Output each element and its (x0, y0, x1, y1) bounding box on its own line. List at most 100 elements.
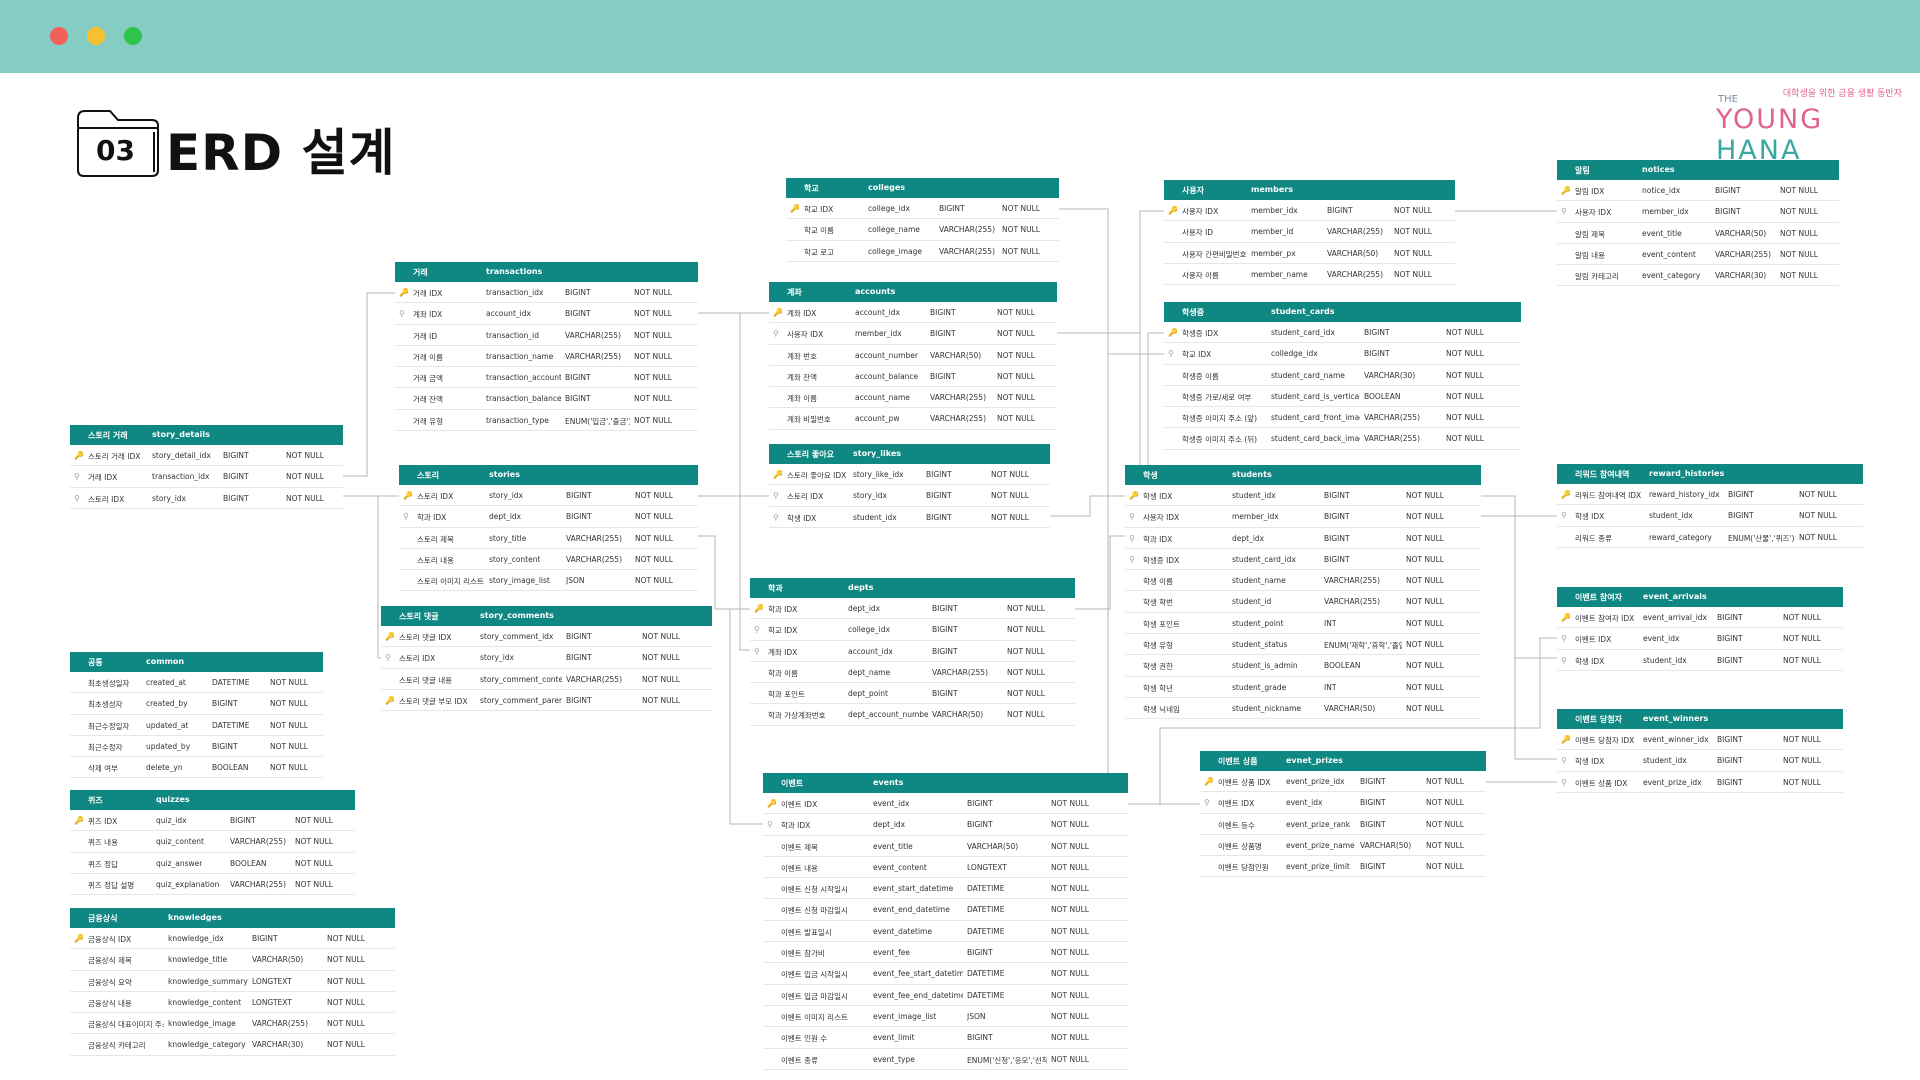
column-type: VARCHAR(255) (1324, 597, 1381, 607)
column-korean-name: 금융상식 카테고리 (88, 1041, 146, 1051)
column-korean-name: 이벤트 IDX (781, 800, 818, 809)
column-type: VARCHAR(30) (252, 1040, 304, 1050)
column-constraint: NOT NULL (1051, 1054, 1089, 1064)
column-type: BIGINT (1360, 819, 1386, 829)
column-name: account_balance (855, 371, 919, 381)
table-english-name: quizzes (156, 795, 190, 804)
column-constraint: NOT NULL (1426, 840, 1464, 850)
column-type: VARCHAR(255) (939, 225, 996, 235)
column-korean-name: 계좌 잔액 (787, 372, 817, 382)
table-row: 학생 유형student_statusENUM('재학','휴학','졸업','… (1125, 634, 1481, 656)
column-constraint: NOT NULL (1406, 661, 1444, 671)
primary-key-icon: 🔑 (1561, 186, 1570, 195)
column-constraint: NOT NULL (1007, 625, 1045, 635)
table-korean-name: 계좌 (787, 288, 802, 297)
column-constraint: NOT NULL (1426, 862, 1464, 872)
column-korean-name: 이벤트 발표일시 (781, 927, 832, 937)
minimize-window-button[interactable] (87, 27, 105, 45)
column-type: BIGINT (930, 371, 956, 381)
table-english-name: story_comments (480, 611, 554, 620)
column-korean-name: 이벤트 IDX (1218, 799, 1255, 809)
column-constraint: NOT NULL (1446, 370, 1484, 380)
column-korean-name: 금융상식 제목 (88, 956, 132, 966)
column-type: BIGINT (967, 799, 993, 808)
column-name: member_name (1251, 269, 1308, 279)
column-name: quiz_answer (156, 858, 203, 868)
column-type: VARCHAR(50) (967, 841, 1019, 851)
column-korean-name: 알림 IDX (1575, 187, 1605, 196)
column-type: BIGINT (566, 632, 592, 641)
column-korean-name: 사용자 이름 (1182, 270, 1219, 280)
column-korean-name: 학교 로고 (804, 247, 834, 257)
foreign-key-icon: ⚲ (754, 646, 760, 656)
table-korean-name: 이벤트 당첨자 (1575, 715, 1622, 724)
column-korean-name: 퀴즈 내용 (88, 838, 118, 848)
foreign-key-icon: ⚲ (1561, 511, 1567, 521)
column-type: BIGINT (1717, 655, 1743, 665)
column-name: story_like_idx (853, 470, 904, 479)
foreign-key-icon: ⚲ (1129, 533, 1135, 543)
column-type: ENUM('재학','휴학','졸업','졸업유예','수료') (1324, 641, 1402, 651)
column-type: VARCHAR(255) (1364, 434, 1421, 444)
column-name: reward_category (1649, 532, 1712, 542)
column-name: story_comment_parent_idx (480, 695, 562, 705)
column-korean-name: 사용자 IDX (1575, 208, 1612, 218)
column-korean-name: 최초생성일자 (88, 679, 130, 688)
column-korean-name: 학생 닉네임 (1143, 704, 1180, 714)
column-type: BIGINT (939, 204, 965, 213)
table-english-name: reward_histories (1649, 469, 1725, 478)
table-english-name: depts (848, 583, 874, 592)
column-korean-name: 이벤트 입금 시작일시 (781, 970, 848, 980)
column-type: BIGINT (1717, 735, 1743, 744)
column-type: BOOLEAN (212, 763, 249, 773)
column-constraint: NOT NULL (1780, 228, 1818, 238)
column-name: story_image_list (489, 576, 550, 586)
column-constraint: NOT NULL (1394, 227, 1432, 237)
column-constraint: NOT NULL (286, 451, 324, 460)
column-name: knowledge_idx (168, 934, 224, 943)
column-korean-name: 스토리 IDX (88, 494, 125, 504)
column-type: LONGTEXT (252, 997, 292, 1007)
table-korean-name: 공통 (88, 658, 103, 667)
column-name: event_start_datetime (873, 884, 954, 894)
close-window-button[interactable] (50, 27, 68, 45)
table-english-name: colleges (868, 183, 906, 192)
column-korean-name: 학생증 IDX (1182, 329, 1219, 338)
column-constraint: NOT NULL (1780, 249, 1818, 259)
column-constraint: NOT NULL (1426, 798, 1464, 808)
column-name: reward_history_idx (1649, 490, 1720, 499)
column-korean-name: 계좌 IDX (413, 310, 443, 320)
column-korean-name: 퀴즈 정답 설명 (88, 880, 135, 890)
column-constraint: NOT NULL (1446, 328, 1484, 337)
column-korean-name: 스토리 거래 IDX (88, 452, 141, 461)
table-korean-name: 이벤트 참여자 (1575, 593, 1622, 602)
maximize-window-button[interactable] (124, 27, 142, 45)
column-korean-name: 학과 IDX (781, 821, 811, 831)
column-korean-name: 학생 이름 (1143, 577, 1173, 587)
column-korean-name: 계좌 이름 (787, 394, 817, 404)
column-korean-name: 학생 IDX (787, 513, 817, 523)
